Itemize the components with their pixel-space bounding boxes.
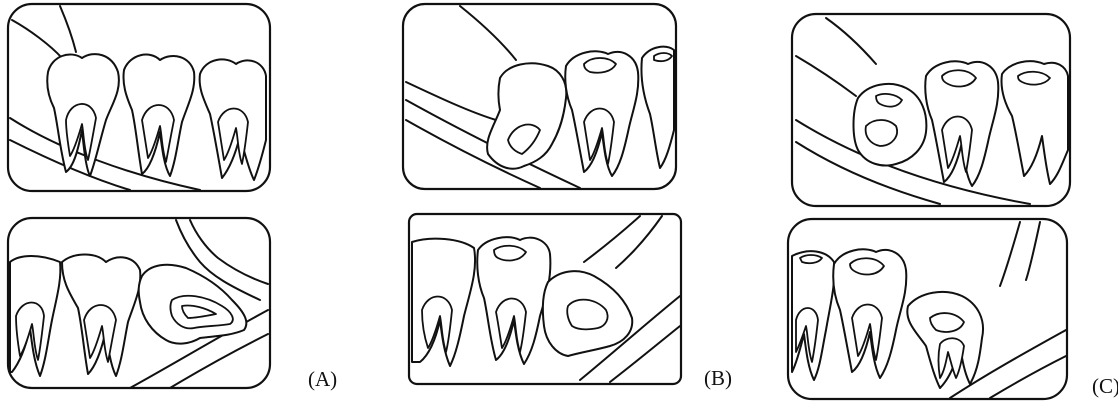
panel-c-lower-view [788,219,1067,399]
bone-contour-line [12,20,62,58]
bone-contour-line [460,6,516,60]
panel-label-c: (C) [1092,374,1118,398]
tooth-pulp [866,120,897,146]
panel-b-lower-view [409,214,681,384]
occlusal-surface [942,70,976,86]
bone-contour-line [584,216,640,262]
panel-b: (B) [403,4,732,390]
bone-contour-line [60,6,76,52]
panel-b-upper-view [403,4,676,189]
occlusal-surface [800,255,822,263]
bone-contour-line [406,82,496,120]
tooth-pulp [584,109,614,165]
bone-contour-line [1026,222,1040,280]
tooth-pulp [496,299,526,353]
panel-label-a: (A) [308,367,337,391]
occlusal-surface [850,258,884,274]
panel-c: (C) [788,14,1118,399]
bone-contour-line [1000,222,1020,286]
tooth-pulp [422,297,452,353]
tooth-pulp [16,303,44,361]
tooth-pulp [942,117,972,173]
impacted-molar [487,63,566,168]
panel-a-upper-view [8,4,270,191]
panel-a-lower-view [8,218,270,388]
panel-c-upper-view [792,14,1070,206]
panel-a: (A) [8,4,337,391]
bone-contour-line [826,18,876,64]
tooth-pulp [852,305,882,361]
bone-contour-line [796,56,856,96]
molar-tooth [641,47,674,168]
occlusal-surface [1018,72,1050,85]
panel-label-b: (B) [704,366,732,390]
bone-contour-line [190,220,268,284]
mandible-border-line [990,356,1066,398]
bone-contour-line [616,216,662,268]
